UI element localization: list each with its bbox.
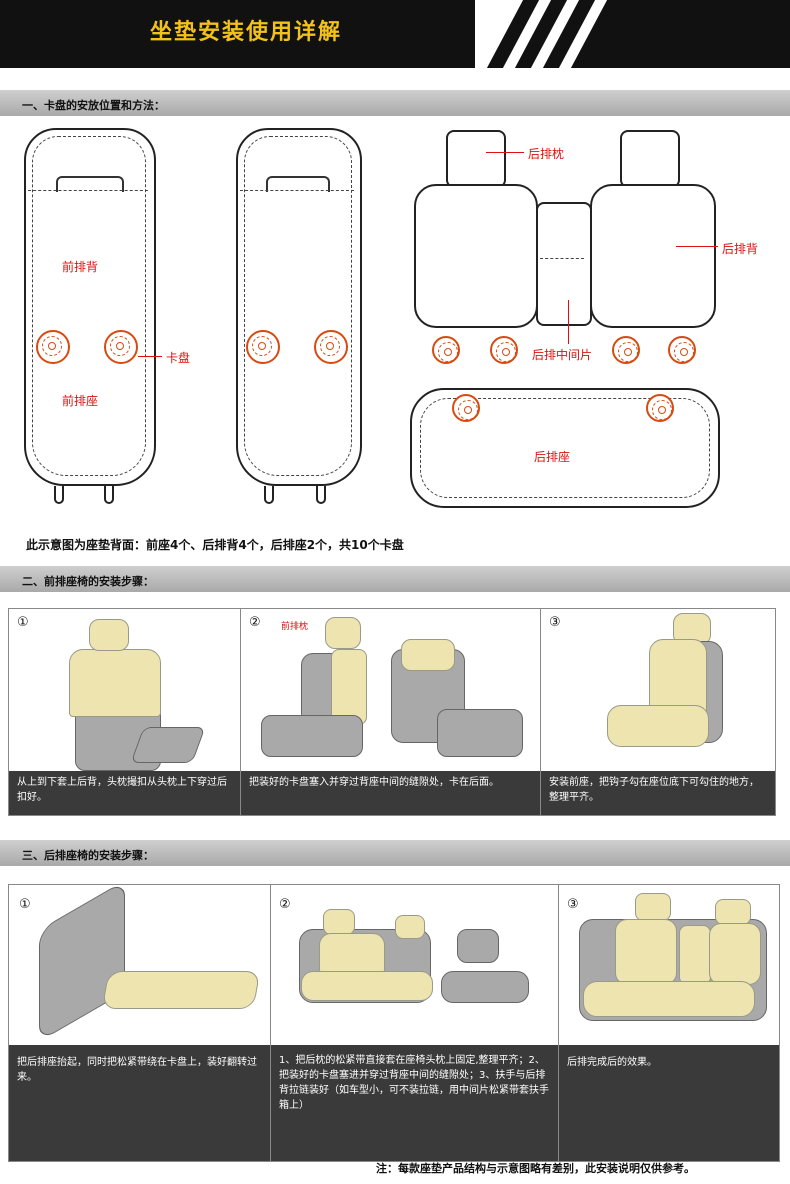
- leader-line: [138, 356, 162, 357]
- rear-step-1-panel: ① 把后排座抬起，同时把松紧带绕在卡盘上，装好翻转过来。: [8, 880, 272, 1162]
- seam-line: [28, 190, 148, 191]
- step-number: ①: [17, 615, 29, 630]
- rear-step-3-panel: ③ 后排完成后的效果。: [558, 884, 780, 1162]
- hook-icon: [104, 486, 114, 504]
- rear-back-cover: [615, 919, 677, 985]
- leader-line: [568, 300, 569, 344]
- rear-headrest-right: [620, 130, 680, 188]
- rear-back-left: [414, 184, 538, 328]
- rear-back-right: [590, 184, 716, 328]
- section1-bar: [0, 90, 790, 116]
- label-rear-middle: 后排中间片: [532, 348, 593, 362]
- step-caption: 把后排座抬起，同时把松紧带绕在卡盘上，装好翻转过来。: [9, 1045, 271, 1161]
- label-rear-headrest: 后排枕: [528, 147, 565, 161]
- section2-bar: [0, 566, 790, 592]
- seat-cushion: [261, 715, 363, 757]
- headrest-cover: [89, 619, 129, 651]
- step-caption: 安装前座，把钩子勾在座位底下可勾住的地方，整理平齐。: [541, 771, 775, 815]
- step-caption: 后排完成后的效果。: [559, 1045, 779, 1161]
- page-title: 坐垫安装使用详解: [150, 20, 343, 45]
- section2-heading: 二、前排座椅的安装步骤：: [22, 575, 154, 588]
- clip-disc: [314, 330, 348, 364]
- label-front-seat: 前排座: [62, 394, 99, 408]
- headrest-cover: [715, 899, 751, 925]
- armrest-illustration: [441, 971, 529, 1003]
- seat-cover-cushion: [607, 705, 709, 747]
- clip-disc: [104, 330, 138, 364]
- headrest-cover: [401, 639, 455, 671]
- section1-heading: 一、卡盘的安放位置和方法：: [22, 99, 165, 112]
- headrest-strap: [266, 176, 330, 192]
- rear-headrest-left: [446, 130, 506, 188]
- label-front-back: 前排背: [62, 260, 99, 274]
- clip-disc: [612, 336, 640, 364]
- clip-summary: 此示意图为座垫背面：前座4个、后排背4个，后排座2个，共10个卡盘: [26, 538, 404, 552]
- step-caption: 1、把后枕的松紧带直接套在座椅头枕上固定,整理平齐；2、把装好的卡盘塞进并穿过背…: [271, 1045, 559, 1161]
- section3-heading: 三、后排座椅的安装步骤：: [22, 849, 154, 862]
- hook-icon: [264, 486, 274, 504]
- front-seat-diagram-right: [236, 128, 362, 486]
- step-number: ②: [279, 897, 291, 912]
- section3-bar: [0, 840, 790, 866]
- front-seat-diagram-left: [24, 128, 156, 486]
- step-caption: 从上到下套上后背，头枕撮扣从头枕上下穿过后扣好。: [9, 771, 241, 815]
- header-stripes: [475, 0, 790, 68]
- clip-disc: [668, 336, 696, 364]
- headrest-cover: [635, 893, 671, 921]
- label-rear-back: 后排背: [722, 242, 759, 256]
- seam-line: [420, 398, 710, 498]
- seam-line: [240, 190, 354, 191]
- hook-icon: [54, 486, 64, 504]
- footer-note: 注：每款座垫产品结构与示意图略有差别，此安装说明仅供参考。: [376, 1162, 695, 1175]
- step-number: ③: [549, 615, 561, 630]
- seam-line: [244, 136, 352, 476]
- front-step-1-panel: ① 从上到下套上后背，头枕撮扣从头枕上下穿过后扣好。: [8, 608, 242, 816]
- front-step-3-panel: ③ 安装前座，把钩子勾在座位底下可勾住的地方，整理平齐。: [540, 608, 776, 816]
- rear-seat-cover: [301, 971, 433, 1001]
- step-caption: 把装好的卡盘塞入并穿过背座中间的缝隙处，卡在后面。: [241, 771, 541, 815]
- step-number: ①: [19, 897, 31, 912]
- clip-disc: [646, 394, 674, 422]
- seam-line: [540, 258, 584, 259]
- seat-cover-back: [69, 649, 161, 717]
- headrest-tag: 前排枕: [281, 622, 309, 632]
- rear-seat-cover: [583, 981, 755, 1017]
- label-rear-seat: 后排座: [534, 450, 571, 464]
- rear-middle-piece: [536, 202, 592, 326]
- leader-line: [486, 152, 524, 153]
- seat-cover-back: [331, 649, 367, 725]
- headrest-cover: [325, 617, 361, 649]
- clip-disc: [490, 336, 518, 364]
- leader-line: [676, 246, 718, 247]
- clip-disc: [432, 336, 460, 364]
- front-step-2-panel: ② 前排枕 把装好的卡盘塞入并穿过背座中间的缝隙处，卡在后面。: [240, 608, 542, 816]
- step-number: ③: [567, 897, 579, 912]
- headrest-strap: [56, 176, 124, 192]
- headrest-illustration: [457, 929, 499, 963]
- seam-line: [32, 136, 146, 476]
- label-clip: 卡盘: [166, 351, 191, 365]
- rear-back-cover: [709, 923, 761, 985]
- rear-seat-cover: [101, 971, 261, 1009]
- headrest-cover: [323, 909, 355, 935]
- hook-icon: [316, 486, 326, 504]
- clip-disc: [36, 330, 70, 364]
- clip-disc: [452, 394, 480, 422]
- rear-step-2-panel: ② 1、把后枕的松紧带直接套在座椅头枕上固定,整理平齐；2、把装好的卡盘塞进并穿…: [270, 884, 560, 1162]
- rear-back-illustration: [39, 880, 125, 1042]
- seat-cushion: [437, 709, 523, 757]
- rear-middle-cover: [679, 925, 711, 985]
- headrest-cover: [395, 915, 425, 939]
- step-number: ②: [249, 615, 261, 630]
- seat-cushion: [130, 727, 206, 763]
- clip-disc: [246, 330, 280, 364]
